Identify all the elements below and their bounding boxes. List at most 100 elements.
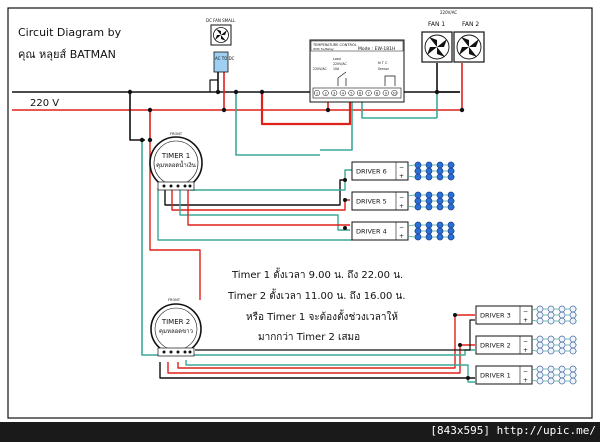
led-icon — [447, 191, 455, 199]
led-icon — [547, 305, 555, 313]
led-icon — [558, 341, 566, 349]
led-icon — [414, 221, 422, 229]
fan2-icon — [453, 31, 485, 63]
timer1-front-label: FRONT — [170, 132, 183, 136]
terminal-label: 7 — [367, 92, 369, 96]
terminal-label: 5 — [350, 92, 352, 96]
led-icon — [425, 173, 433, 181]
timer-1: FRONT TIMER 1 คุมหลอดน้ำเงิน — [149, 132, 203, 191]
fan1-icon — [421, 31, 453, 63]
terminal-9 — [382, 89, 389, 97]
ac-fans: 220V/AC FAN 1 FAN 2 — [421, 10, 485, 63]
controller-load-label: Load — [333, 57, 341, 61]
terminal-10 — [391, 89, 398, 97]
timer1-desc: คุมหลอดน้ำเงิน — [156, 159, 196, 169]
terminal-label: 6 — [359, 92, 362, 96]
led-icon — [436, 161, 444, 169]
led-icon — [436, 233, 444, 241]
led-string — [531, 305, 577, 325]
led-icon — [536, 341, 544, 349]
led-icon — [436, 197, 444, 205]
plus-sign: + — [399, 203, 404, 210]
led-icon — [447, 227, 455, 235]
led-icon — [447, 173, 455, 181]
footer-text: [843x595] http://upic.me/ — [430, 424, 596, 437]
fan1-label: FAN 1 — [428, 21, 445, 28]
note-line-1: Timer 1 ตั้งเวลา 9.00 น. ถึง 22.00 น. — [231, 267, 403, 281]
controller-load-voltage: 220V/AC — [333, 62, 347, 66]
controller-ntc-label: N T C — [378, 61, 388, 65]
terminal-label: 10 — [392, 92, 397, 96]
led-icon — [536, 347, 544, 355]
plus-sign: + — [523, 317, 528, 324]
led-icon — [414, 197, 422, 205]
controller-load-current: 10A — [333, 67, 340, 71]
driver-label: DRIVER 5 — [356, 198, 387, 206]
minus-sign: − — [523, 338, 528, 345]
led-string — [407, 191, 455, 211]
led-icon — [569, 347, 577, 355]
led-icon — [547, 371, 555, 379]
terminal-4 — [339, 89, 346, 97]
driver-box: DRIVER 2−+ — [475, 335, 533, 355]
led-icon — [425, 197, 433, 205]
led-icon — [414, 233, 422, 241]
led-icon — [569, 371, 577, 379]
led-icon — [536, 371, 544, 379]
led-icon — [447, 197, 455, 205]
dc-fan-label: DC FAN SMALL — [206, 18, 236, 23]
led-icon — [547, 365, 555, 373]
title-line-2: คุณ หลุยส์ BATMAN — [18, 48, 116, 61]
dc-fan-small: DC FAN SMALL AC TO DC — [206, 18, 236, 73]
led-icon — [425, 233, 433, 241]
led-icon — [558, 347, 566, 355]
terminal-label: 3 — [333, 92, 335, 96]
led-icon — [436, 191, 444, 199]
plus-sign: + — [399, 233, 404, 240]
controller-mode: Mode : EW-181H — [358, 46, 395, 52]
led-icon — [447, 233, 455, 241]
controller-title: TEMPERATURE CONTROL — [312, 43, 357, 47]
led-icon — [536, 311, 544, 319]
led-icon — [536, 377, 544, 385]
controller-subtitle: With 5v/Relay — [313, 47, 334, 51]
led-icon — [558, 371, 566, 379]
controller-sensor-label: Sensor — [378, 67, 390, 71]
led-icon — [569, 305, 577, 313]
timer-notes: Timer 1 ตั้งเวลา 9.00 น. ถึง 22.00 น. Ti… — [227, 267, 406, 343]
led-icon — [569, 365, 577, 373]
led-icon — [536, 365, 544, 373]
note-line-2: Timer 2 ตั้งเวลา 11.00 น. ถึง 16.00 น. — [227, 288, 406, 302]
led-icon — [414, 173, 422, 181]
led-icon — [547, 377, 555, 385]
led-icon — [425, 221, 433, 229]
led-icon — [569, 317, 577, 325]
led-icon — [436, 221, 444, 229]
led-icon — [436, 203, 444, 211]
plus-sign: + — [523, 347, 528, 354]
terminal-label: 4 — [342, 92, 345, 96]
led-icon — [425, 167, 433, 175]
led-icon — [558, 365, 566, 373]
led-icon — [569, 311, 577, 319]
led-icon — [425, 191, 433, 199]
temperature-controller: TEMPERATURE CONTROL With 5v/Relay Mode :… — [309, 39, 405, 103]
led-icon — [436, 227, 444, 235]
minus-sign: − — [399, 224, 404, 231]
mains-label: 220 V — [30, 98, 59, 109]
led-icon — [547, 347, 555, 355]
led-string — [407, 221, 455, 241]
led-icon — [547, 341, 555, 349]
timer2-desc: คุมหลอดขาว — [159, 328, 193, 335]
led-icon — [447, 167, 455, 175]
led-icon — [536, 305, 544, 313]
plus-sign: + — [399, 173, 404, 180]
note-line-4: มากกว่า Timer 2 เสมอ — [258, 332, 360, 343]
junction-dots — [127, 89, 470, 380]
timer1-name: TIMER 1 — [161, 152, 190, 160]
terminal-8 — [374, 89, 381, 97]
driver-label: DRIVER 1 — [480, 372, 511, 380]
led-icon — [547, 317, 555, 325]
terminal-6 — [356, 89, 364, 97]
